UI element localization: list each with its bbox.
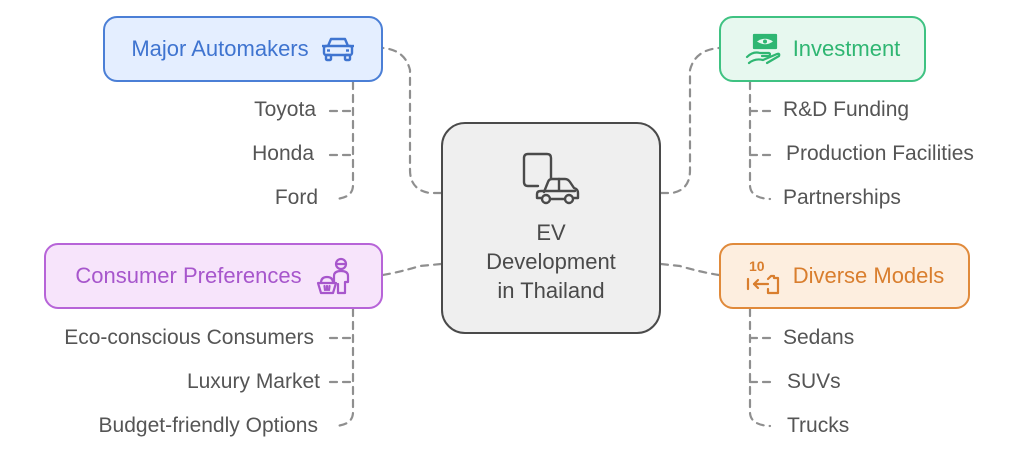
branch-major-automakers[interactable]: Major Automakers [103,16,383,82]
center-node[interactable]: EV Development in Thailand [441,122,661,334]
leaf-ford: Ford [274,186,318,209]
connector-investment-trunk [748,80,772,201]
branch-consumer-preferences[interactable]: Consumer Preferences [44,243,383,309]
leaf-rd-funding: R&D Funding [783,98,910,121]
connector-automakers-trunk [333,80,355,201]
car-icon [321,36,355,62]
shopper-basket-icon [316,256,352,296]
connector-center-investment [659,46,721,195]
leaf-eco-conscious-consumers: Eco-conscious Consumers [64,326,314,349]
leaf-production-facilities: Production Facilities [786,142,974,165]
connector-center-consumer [381,262,443,277]
connector-models-trunk [748,307,772,428]
connector-center-models [659,262,721,277]
connector-consumer-trunk [333,307,355,428]
branch-label: Investment [792,36,901,61]
center-title: EV Development in Thailand [486,219,616,303]
leaf-trucks: Trucks [787,414,850,437]
numbered-list-icon: 10 [745,257,783,295]
leaf-partnerships: Partnerships [783,186,901,209]
branch-diverse-models[interactable]: 10 Diverse Models [719,243,970,309]
branch-label: Major Automakers [131,36,309,61]
branch-label: Diverse Models [792,263,945,288]
branch-investment[interactable]: Investment [719,16,926,82]
leaf-toyota: Toyota [254,98,316,121]
branch-label: Consumer Preferences [75,263,302,288]
leaf-suvs: SUVs [787,370,841,393]
leaf-budget-friendly-options: Budget-friendly Options [98,414,318,437]
connector-center-automakers [381,46,443,195]
svg-text:10: 10 [749,258,765,274]
leaf-honda: Honda [252,142,314,165]
phone-car-icon [521,152,581,208]
leaf-luxury-market: Luxury Market [186,370,320,393]
leaf-sedans: Sedans [783,326,855,349]
money-hand-icon [745,33,781,65]
